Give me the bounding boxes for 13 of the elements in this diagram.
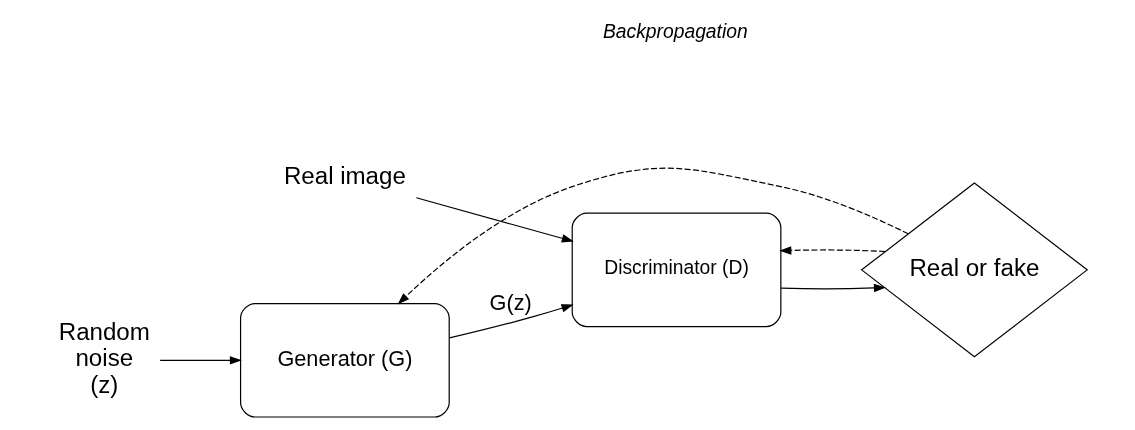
arrow	[397, 167, 909, 305]
node-box: Generator (G)	[239, 303, 450, 418]
arrow	[778, 246, 886, 255]
edge-label: G(z)	[489, 290, 532, 316]
arrow	[415, 197, 574, 243]
arrow	[159, 356, 242, 365]
node-text: Real image	[283, 162, 406, 190]
node-box: Discriminator (D)	[571, 212, 781, 328]
label: Backpropagation	[602, 21, 748, 43]
arrow	[448, 304, 574, 339]
node-text: Random noise (z)	[58, 317, 150, 398]
arrow	[780, 283, 886, 293]
node-diamond: Real or fake	[860, 182, 1088, 358]
